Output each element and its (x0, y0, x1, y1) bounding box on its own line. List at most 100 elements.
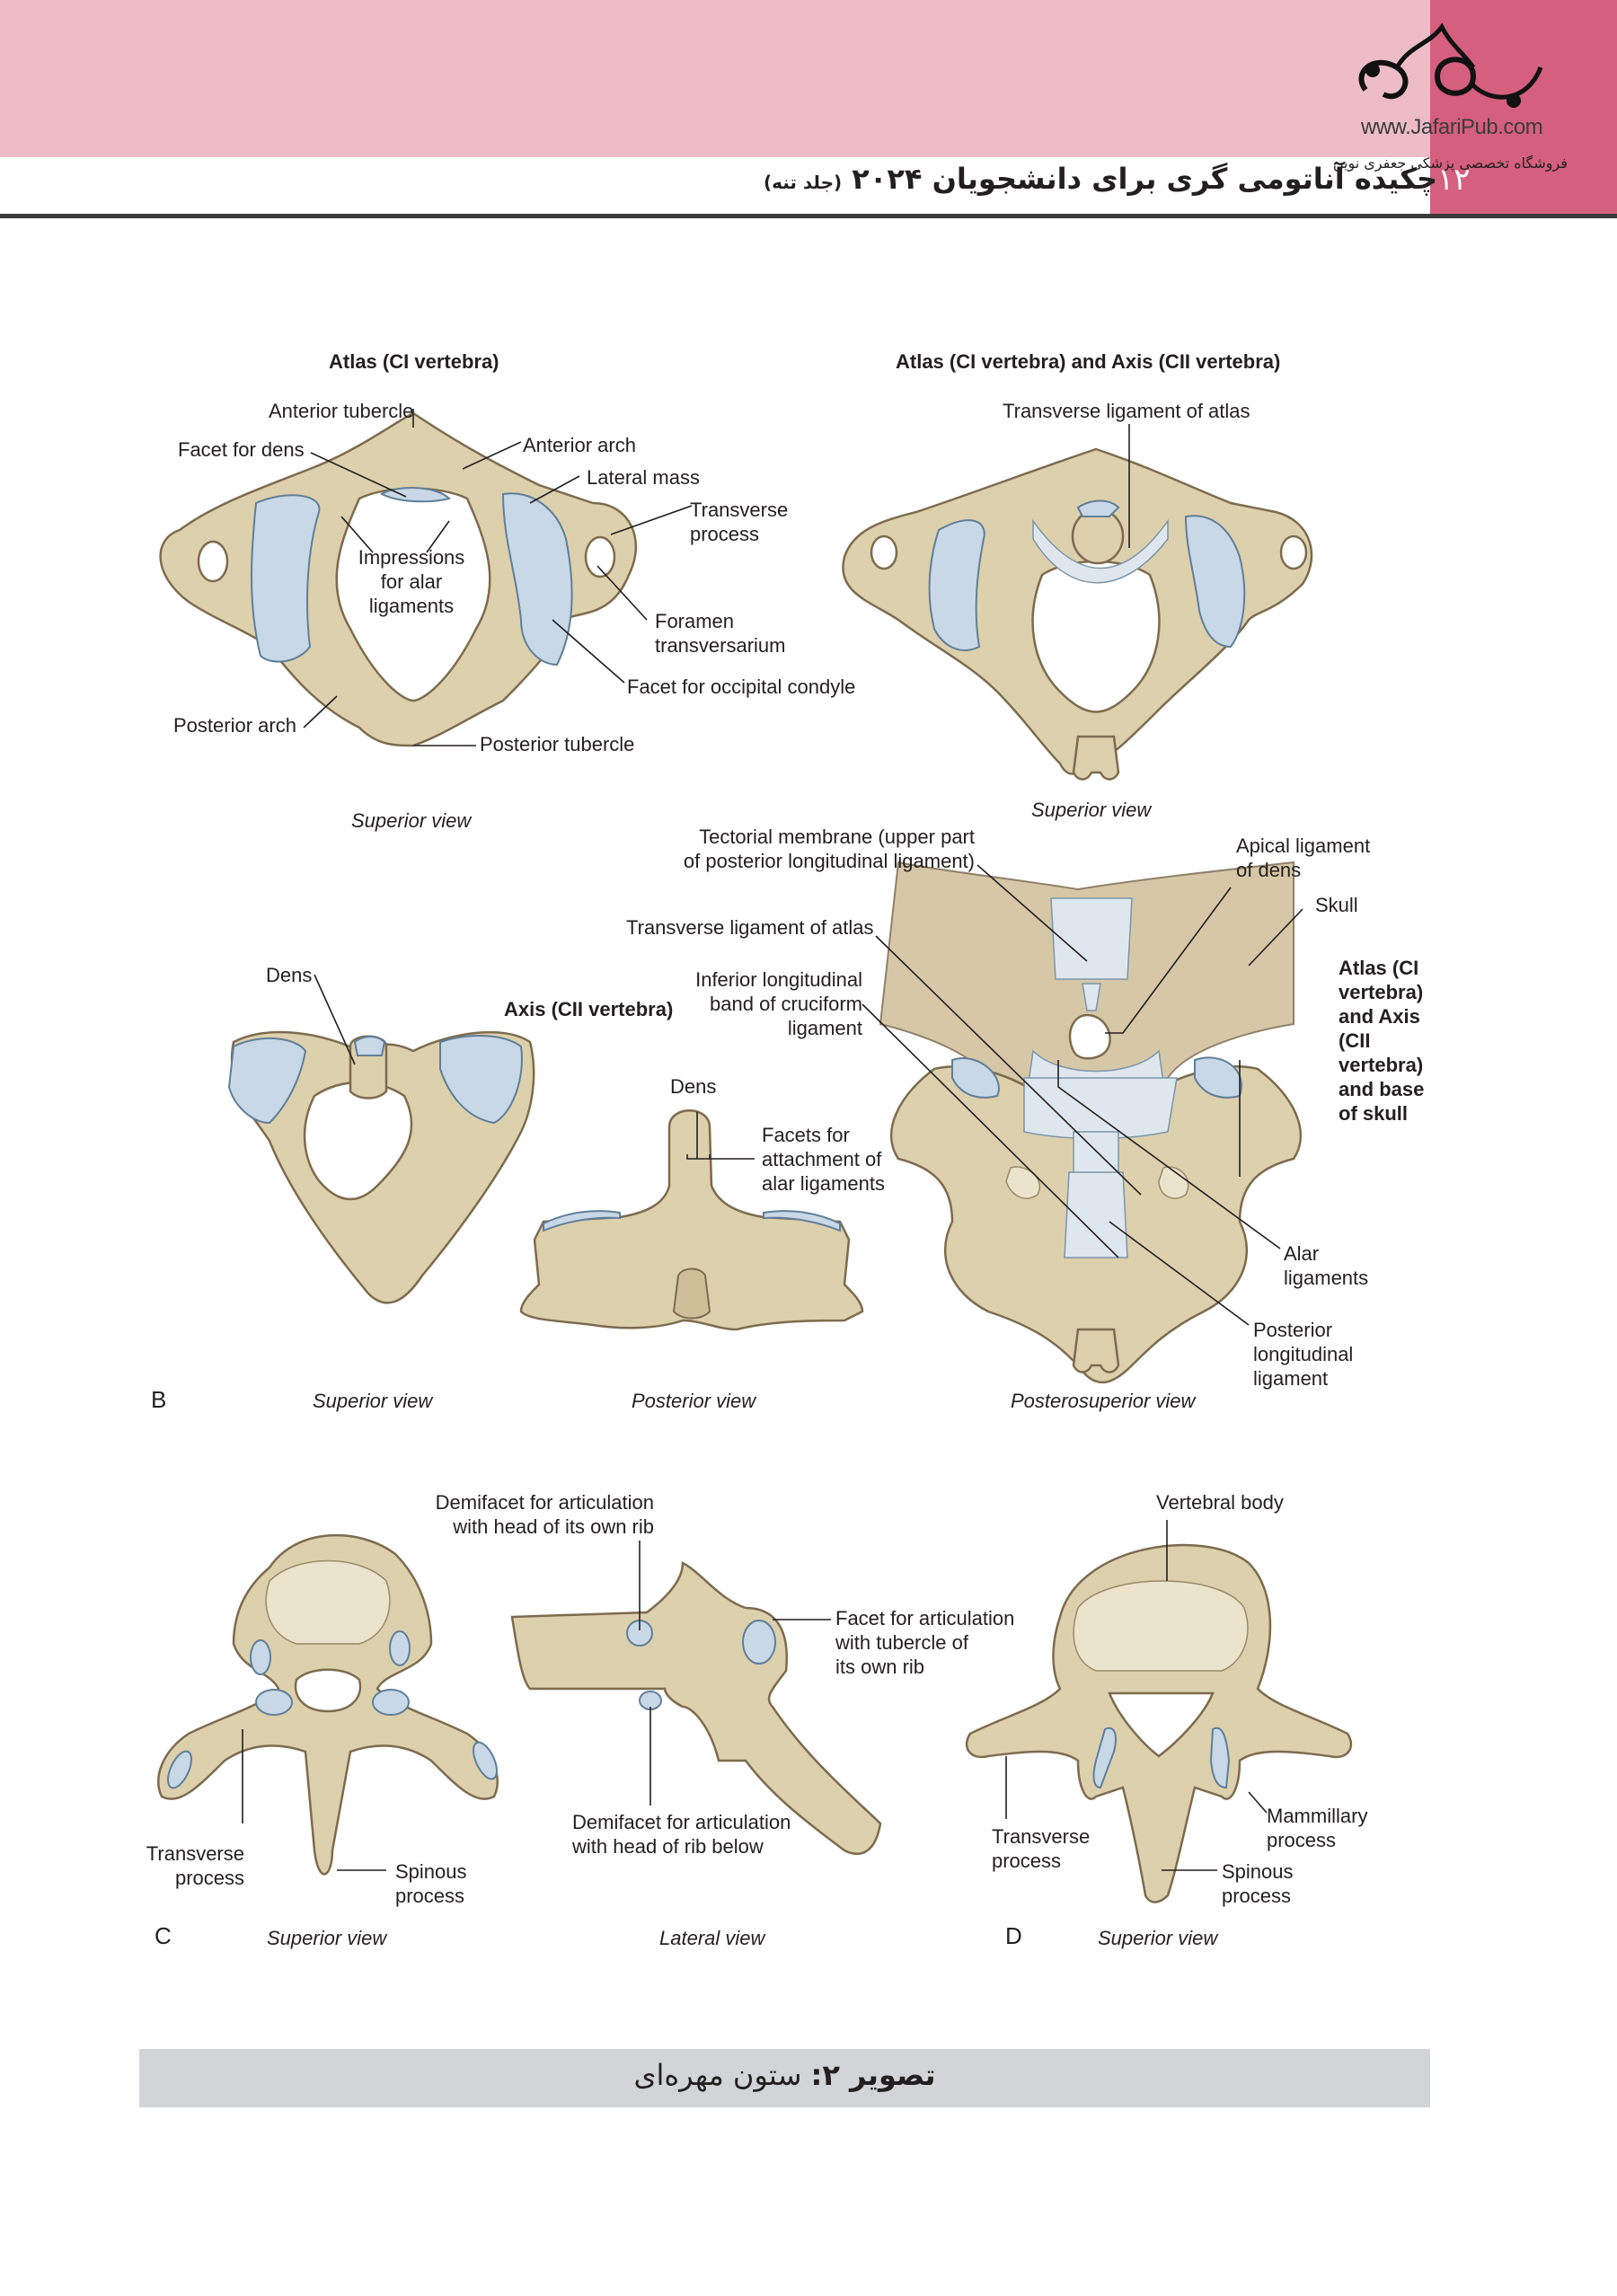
label-line: Tectorial membrane (upper part (699, 826, 975, 848)
header-rule (0, 214, 1617, 218)
header-title-strip (0, 157, 1430, 216)
panel-letter-b: B (151, 1386, 167, 1413)
thoracic-superior-illustration (157, 1533, 499, 1876)
label-line: and Axis (1339, 1005, 1420, 1028)
label-line: Foramen (655, 610, 735, 632)
label-line: for alar (380, 570, 443, 593)
view-label-posterosuperior: Posterosuperior view (1011, 1390, 1196, 1412)
label-dens-superior: Dens (266, 964, 313, 986)
label-line: Demifacet for articulation (435, 1491, 654, 1514)
label-facet-occipital-condyle: Facet for occipital condyle (627, 676, 856, 698)
label-line: process (1267, 1829, 1337, 1851)
view-label-atlas: Superior view (351, 809, 472, 832)
label-line: Atlas (CI (1339, 957, 1419, 979)
header-band (0, 0, 1430, 157)
view-label-axis-superior: Superior view (313, 1390, 433, 1412)
label-line: Apical ligament (1236, 835, 1371, 857)
label-line: of posterior longitudinal ligament) (683, 850, 975, 872)
label-line: Spinous (395, 1860, 467, 1883)
publisher-url: www.JafariPub.com (1361, 115, 1543, 139)
caption-prefix: تصویر ۲: (810, 2058, 936, 2092)
label-line: Posterior (1253, 1319, 1333, 1341)
label-skull: Skull (1315, 894, 1358, 916)
panel-letter-c: C (155, 1922, 172, 1949)
label-line: Facet for articulation (835, 1607, 1015, 1629)
label-vertebral-body: Vertebral body (1156, 1491, 1284, 1514)
view-label-lumbar-superior: Superior view (1098, 1927, 1218, 1949)
axis-superior-illustration (227, 1030, 535, 1304)
label-line: process (395, 1885, 465, 1907)
label-anterior-tubercle: Anterior tubercle (269, 400, 414, 422)
label-line: and base (1339, 1078, 1425, 1100)
label-line: attachment of (762, 1148, 882, 1170)
posterosuperior-illustration (879, 861, 1303, 1383)
figure-caption-bar (139, 2049, 1430, 2107)
view-label-atlas-axis: Superior view (1031, 799, 1152, 821)
label-facet-for-dens: Facet for dens (178, 438, 305, 461)
label-line: ligaments (368, 595, 455, 617)
label-line: vertebra) (1339, 1054, 1424, 1076)
label-line: process (1222, 1885, 1292, 1907)
label-line: Transverse (690, 499, 789, 521)
posterosuperior-side-title: Atlas (CI vertebra) and Axis (CII verteb… (1339, 956, 1424, 1126)
label-line: with head of rib below (572, 1835, 764, 1858)
label-line: of dens (1236, 859, 1302, 881)
label-line: Transverse (992, 1825, 1091, 1848)
label-line: Inferior longitudinal (695, 968, 862, 991)
axis-title: Axis (CII vertebra) (504, 998, 674, 1020)
view-label-axis-posterior: Posterior view (632, 1390, 756, 1412)
label-posterior-tubercle: Posterior tubercle (480, 733, 635, 755)
label-line: (CII (1339, 1029, 1371, 1052)
page-number: ۱۲ (1437, 162, 1471, 198)
label-line: Mammillary (1267, 1805, 1368, 1827)
label-line: its own rib (835, 1656, 925, 1678)
label-line: transversarium (655, 634, 786, 657)
figure-caption: تصویر ۲: ستون مهره‌ای (139, 2058, 1430, 2092)
label-line: Spinous (1222, 1860, 1294, 1883)
atlas-axis-illustration (842, 447, 1313, 781)
book-title-main: چکیده آناتومی گری برای دانشجویان ۲۰۲۴ (852, 162, 1437, 196)
label-line: ligament (787, 1017, 862, 1039)
label-line: with tubercle of (835, 1631, 968, 1654)
caption-text: ستون مهره‌ای (633, 2058, 811, 2092)
label-line: band of cruciform (710, 993, 862, 1015)
book-title: چکیده آناتومی گری برای دانشجویان ۲۰۲۴ (ج… (449, 162, 1437, 196)
label-line: with head of its own rib (453, 1515, 654, 1538)
label-line: alar ligaments (762, 1172, 885, 1195)
label-line: Transverse (146, 1842, 244, 1865)
store-name: فروشگاه تخصصی پزشکی جعفری نوین (1332, 155, 1568, 172)
label-line: Impressions (358, 546, 465, 569)
header-page-tab (1430, 0, 1617, 216)
label-line: process (690, 523, 760, 545)
label-line: longitudinal (1253, 1343, 1354, 1365)
label-transverse-ligament-b: Transverse ligament of atlas (626, 916, 874, 939)
label-dens-posterior: Dens (670, 1075, 717, 1098)
label-line: ligament (1253, 1367, 1329, 1390)
label-line: Demifacet for articulation (572, 1811, 791, 1833)
label-line: ligaments (1284, 1267, 1369, 1289)
panel-letter-d: D (1005, 1922, 1022, 1949)
atlas-title: Atlas (CI vertebra) (329, 350, 499, 373)
label-line: Facets for (762, 1124, 850, 1146)
view-label-thoracic-lateral: Lateral view (659, 1927, 765, 1949)
label-line: process (992, 1850, 1062, 1872)
label-line: of skull (1339, 1102, 1409, 1125)
label-line: process (174, 1867, 244, 1889)
label-posterior-arch: Posterior arch (173, 714, 296, 737)
book-title-sub: (جلد تنه) (763, 172, 843, 193)
label-line: vertebra) (1339, 981, 1424, 1003)
